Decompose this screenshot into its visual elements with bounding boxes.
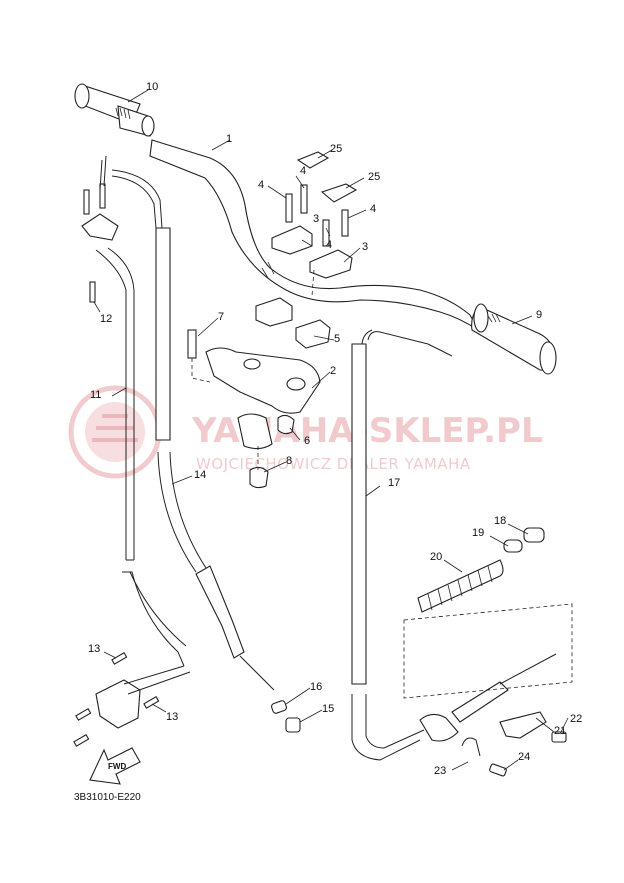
bolt-4c — [322, 219, 330, 247]
callout-6: 6 — [304, 435, 310, 447]
callout-3a: 3 — [313, 213, 319, 225]
callout-23: 23 — [434, 765, 446, 777]
spring-20 — [417, 559, 504, 613]
cable-14 — [111, 169, 301, 733]
clutch-cable-17 — [351, 329, 557, 761]
callout-2: 2 — [330, 365, 336, 377]
fwd-arrow-icon: FWD — [89, 747, 141, 785]
callout-8: 8 — [286, 455, 292, 467]
washer-6 — [277, 414, 295, 435]
upper-bracket — [205, 347, 321, 414]
cap-1 — [296, 151, 330, 169]
watermark-sub-text: WOJCIECHOWICZ DEALER YAMAHA — [196, 455, 471, 473]
collar-19 — [503, 539, 523, 553]
fwd-label: FWD — [108, 762, 126, 771]
nut-8 — [249, 466, 269, 489]
callout-4c: 4 — [326, 239, 332, 251]
handlebar — [149, 139, 479, 331]
left-grip — [471, 303, 557, 375]
leader-lines — [93, 89, 569, 771]
callout-5: 5 — [334, 333, 340, 345]
callout-7: 7 — [218, 311, 224, 323]
callout-11: 11 — [90, 389, 101, 401]
callout-25a: 25 — [330, 143, 342, 155]
right-throttle-grip — [74, 83, 155, 137]
callout-3b: 3 — [362, 241, 368, 253]
callout-1: 1 — [226, 133, 232, 145]
callout-4b: 4 — [300, 165, 306, 177]
callout-13a: 13 — [88, 643, 100, 655]
bolt-4d — [341, 209, 349, 237]
upper-holder-a — [271, 225, 313, 255]
collar-18 — [523, 527, 545, 543]
callout-18: 18 — [494, 515, 506, 527]
watermark-logo — [68, 385, 162, 479]
cable-parts — [403, 527, 573, 777]
adjuster-16 — [271, 700, 287, 714]
callout-14: 14 — [194, 469, 206, 481]
callout-12: 12 — [100, 313, 112, 325]
callout-25b: 25 — [368, 171, 380, 183]
callout-19: 19 — [472, 527, 484, 539]
bolt-22 — [551, 731, 567, 743]
adjuster-15 — [285, 717, 301, 733]
callout-10: 10 — [146, 81, 158, 93]
bolt-4b — [300, 184, 308, 214]
callout-17: 17 — [388, 477, 400, 489]
callout-16: 16 — [310, 681, 322, 693]
upper-holder-b — [309, 249, 353, 279]
bolt-24 — [489, 763, 507, 777]
diagram-code: 3B31010-E220 — [74, 792, 141, 803]
callout-15: 15 — [322, 703, 334, 715]
callout-22: 22 — [570, 713, 582, 725]
callout-4a: 4 — [258, 179, 264, 191]
bolt-7 — [187, 329, 197, 359]
callout-13b: 13 — [166, 711, 178, 723]
screw-12 — [89, 281, 96, 303]
throttle-cable-assembly — [81, 155, 187, 667]
throttle-housing — [73, 652, 191, 747]
callout-24: 24 — [518, 751, 530, 763]
callout-21: 21 — [554, 725, 566, 737]
callout-20: 20 — [430, 551, 442, 563]
upper-handlebar-holders — [271, 151, 358, 279]
callouts: 1 2 3 3 4 4 4 4 5 6 7 8 9 10 11 12 13 13… — [88, 81, 582, 777]
bracket-21 — [499, 711, 547, 739]
bolt-4a — [285, 193, 293, 223]
lower-holders — [187, 269, 331, 489]
cap-2 — [320, 183, 358, 203]
callout-4d: 4 — [370, 203, 376, 215]
callout-9: 9 — [536, 309, 542, 321]
clip-23 — [461, 737, 481, 757]
